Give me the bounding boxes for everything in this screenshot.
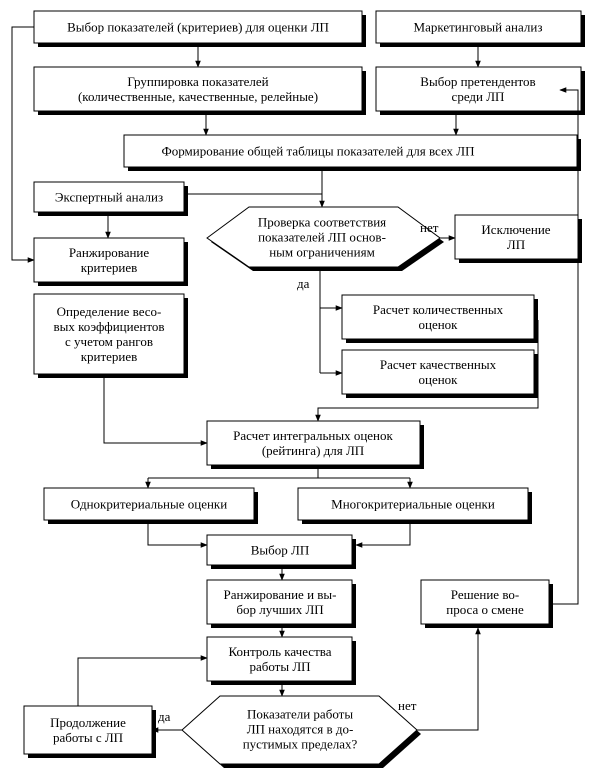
text-select-indicators: Выбор показателей (критериев) для оценки… bbox=[67, 20, 329, 35]
node-line: Многокритериальные оценки bbox=[331, 497, 495, 512]
box-decision bbox=[420, 579, 550, 625]
node-line: вых коэффициентов bbox=[54, 319, 165, 334]
node-line: оценок bbox=[419, 372, 459, 387]
node-line: Ранжирование и вы- bbox=[224, 587, 337, 602]
box-general-table bbox=[123, 134, 578, 168]
text-integral: Расчет интегральных оценок(рейтинга) для… bbox=[233, 428, 393, 458]
box-qual bbox=[341, 349, 535, 395]
node-line: среди ЛП bbox=[452, 89, 505, 104]
node-line: критериев bbox=[81, 260, 138, 275]
node-line: Выбор претендентов bbox=[420, 74, 535, 89]
text-decision: Решение во-проса о смене bbox=[446, 587, 524, 617]
node-line: критериев bbox=[81, 349, 138, 364]
node-line: работы с ЛП bbox=[53, 730, 123, 745]
box-single bbox=[43, 487, 255, 521]
label-yes-check: да bbox=[297, 276, 310, 291]
node-line: бор лучших ЛП bbox=[236, 602, 323, 617]
node-line: Показатели работы bbox=[247, 707, 353, 722]
box-quant bbox=[341, 294, 535, 340]
node-line: Формирование общей таблицы показателей д… bbox=[161, 144, 474, 159]
text-marketing: Маркетинговый анализ bbox=[414, 20, 543, 35]
node-line: Исключение bbox=[481, 222, 550, 237]
node-line: Экспертный анализ bbox=[55, 190, 163, 205]
node-line: Контроль качества bbox=[228, 644, 331, 659]
node-line: Проверка соответствия bbox=[258, 215, 386, 230]
node-line: оценок bbox=[419, 317, 459, 332]
box-marketing bbox=[375, 10, 582, 44]
node-line: ным ограничениям bbox=[269, 245, 375, 260]
node-line: пустимых пределах? bbox=[243, 737, 358, 752]
box-expert bbox=[33, 181, 185, 213]
node-line: Расчет качественных bbox=[380, 357, 497, 372]
node-line: ЛП bbox=[507, 237, 525, 252]
node-line: Ранжирование bbox=[69, 245, 150, 260]
box-integral bbox=[206, 420, 421, 466]
box-select-indicators bbox=[33, 10, 363, 44]
node-line: Продолжение bbox=[50, 715, 126, 730]
node-line: Расчет количественных bbox=[373, 302, 504, 317]
box-select-lp bbox=[206, 534, 353, 566]
node-line: Решение во- bbox=[451, 587, 519, 602]
text-layer: Выбор показателей (критериев) для оценки… bbox=[50, 20, 551, 752]
node-line: Маркетинговый анализ bbox=[414, 20, 543, 35]
text-select-lp: Выбор ЛП bbox=[251, 543, 309, 558]
connector-layer bbox=[11, 26, 579, 733]
text-general-table: Формирование общей таблицы показателей д… bbox=[161, 144, 474, 159]
node-line: Однокритериальные оценки bbox=[71, 497, 227, 512]
box-select-candidates bbox=[375, 66, 582, 112]
label-no-exclusion: нет bbox=[420, 220, 439, 235]
node-line: Выбор ЛП bbox=[251, 543, 309, 558]
text-rank-best: Ранжирование и вы-бор лучших ЛП bbox=[224, 587, 337, 617]
node-line: показателей ЛП основ- bbox=[258, 230, 386, 245]
node-line: проса о смене bbox=[446, 602, 524, 617]
text-multi: Многокритериальные оценки bbox=[331, 497, 495, 512]
node-line: Расчет интегральных оценок bbox=[233, 428, 393, 443]
text-expert: Экспертный анализ bbox=[55, 190, 163, 205]
box-exclusion bbox=[454, 214, 579, 260]
node-line: с учетом рангов bbox=[65, 334, 153, 349]
box-ranking bbox=[33, 237, 185, 283]
text-grouping: Группировка показателей(количественные, … bbox=[78, 74, 318, 104]
label-no-decision: нет bbox=[398, 698, 417, 713]
text-single: Однокритериальные оценки bbox=[71, 497, 227, 512]
box-continue bbox=[23, 705, 153, 755]
node-line: (количественные, качественные, релейные) bbox=[78, 89, 318, 104]
box-grouping bbox=[33, 66, 363, 112]
node-line: работы ЛП bbox=[249, 659, 310, 674]
node-line: ЛП находятся в до- bbox=[247, 722, 354, 737]
node-line: Определение весо- bbox=[57, 304, 162, 319]
node-line: (рейтинга) для ЛП bbox=[262, 443, 364, 458]
node-line: Выбор показателей (критериев) для оценки… bbox=[67, 20, 329, 35]
box-weights bbox=[33, 293, 185, 375]
node-line: Группировка показателей bbox=[127, 74, 268, 89]
label-yes-continue: да bbox=[158, 709, 171, 724]
box-multi bbox=[297, 487, 529, 521]
